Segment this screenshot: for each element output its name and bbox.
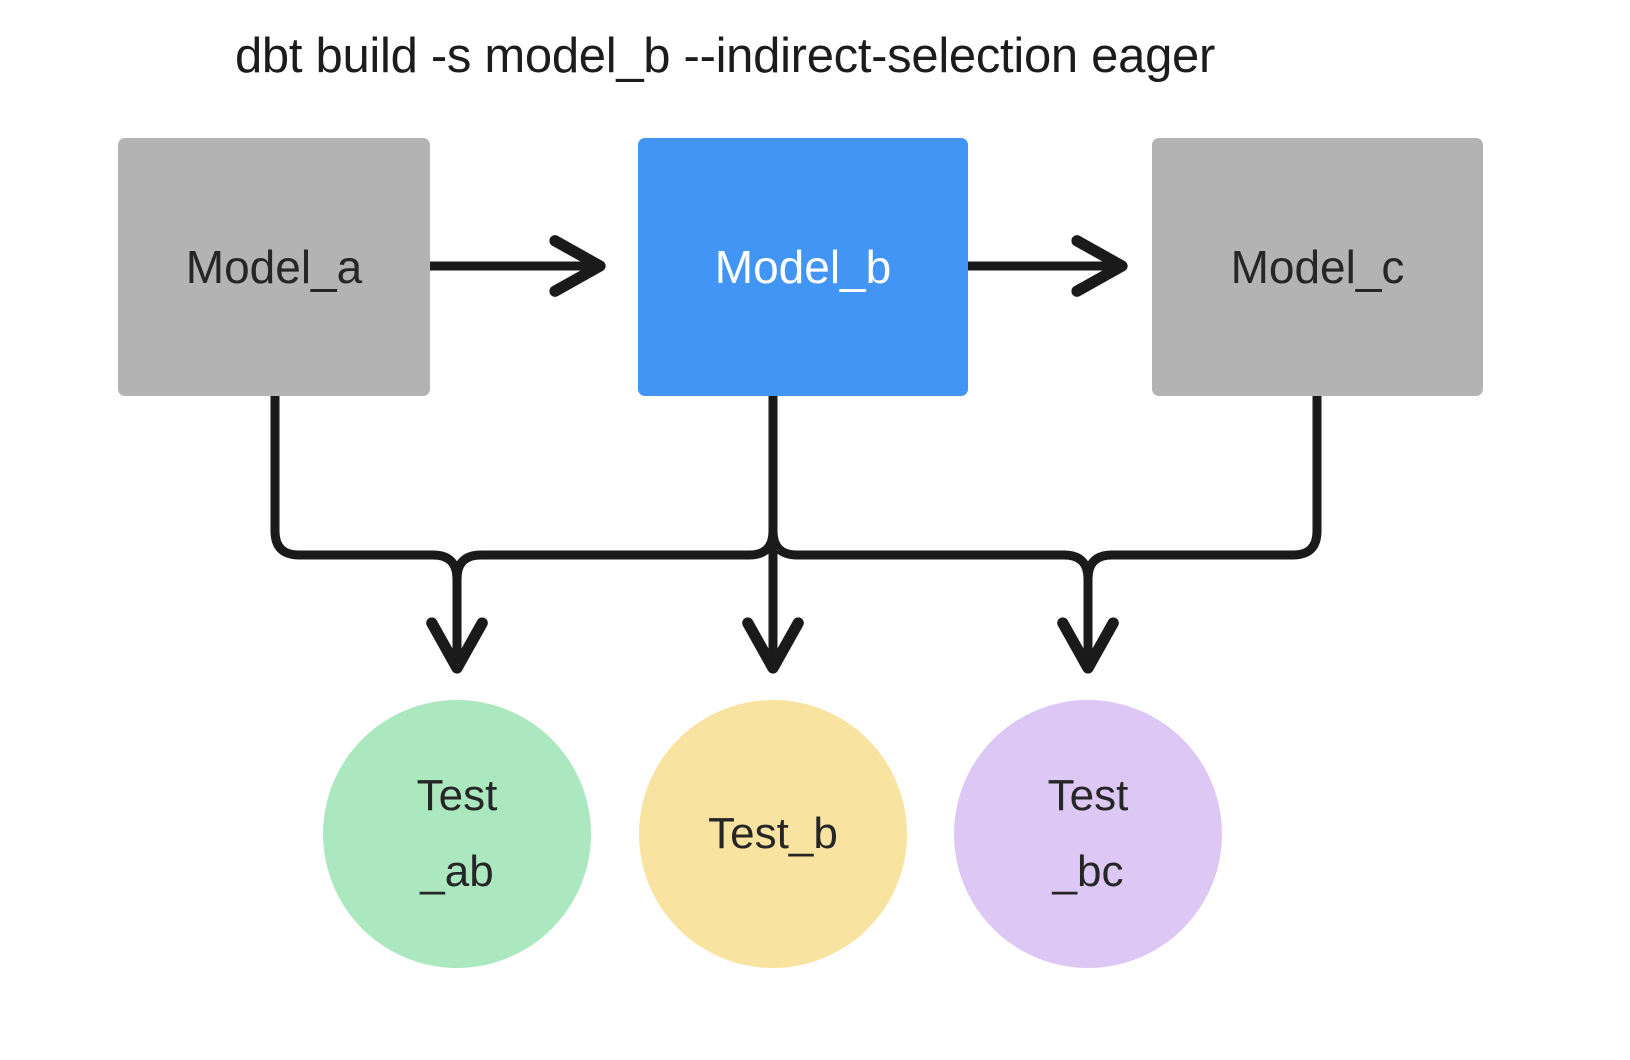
node-test-b[interactable]: Test_b: [639, 700, 907, 968]
node-model-a-label: Model_a: [185, 241, 363, 293]
node-test-ab[interactable]: Test _ab: [323, 700, 591, 968]
node-test-ab-label-line1: Test: [416, 771, 498, 820]
node-test-bc-label-line2: _bc: [1052, 847, 1124, 896]
node-model-a[interactable]: Model_a: [118, 138, 430, 396]
edge-model-a-to-test-ab: [270, 396, 457, 668]
node-test-b-label-line1: Test_b: [708, 809, 838, 858]
edge-model-b-to-test-bc: [768, 396, 1088, 668]
edge-model-c-to-test-bc: [1083, 396, 1322, 668]
node-test-bc-label-line1: Test: [1047, 771, 1129, 820]
edge-model-b-to-test-ab: [452, 396, 778, 668]
node-model-c[interactable]: Model_c: [1152, 138, 1483, 396]
node-model-b-label: Model_b: [714, 241, 892, 293]
node-test-ab-label-line2: _ab: [420, 847, 494, 896]
diagram-title: dbt build -s model_b --indirect-selectio…: [234, 29, 1216, 83]
node-model-b[interactable]: Model_b: [638, 138, 968, 396]
node-model-c-label: Model_c: [1230, 241, 1405, 293]
node-test-bc[interactable]: Test _bc: [954, 700, 1222, 968]
